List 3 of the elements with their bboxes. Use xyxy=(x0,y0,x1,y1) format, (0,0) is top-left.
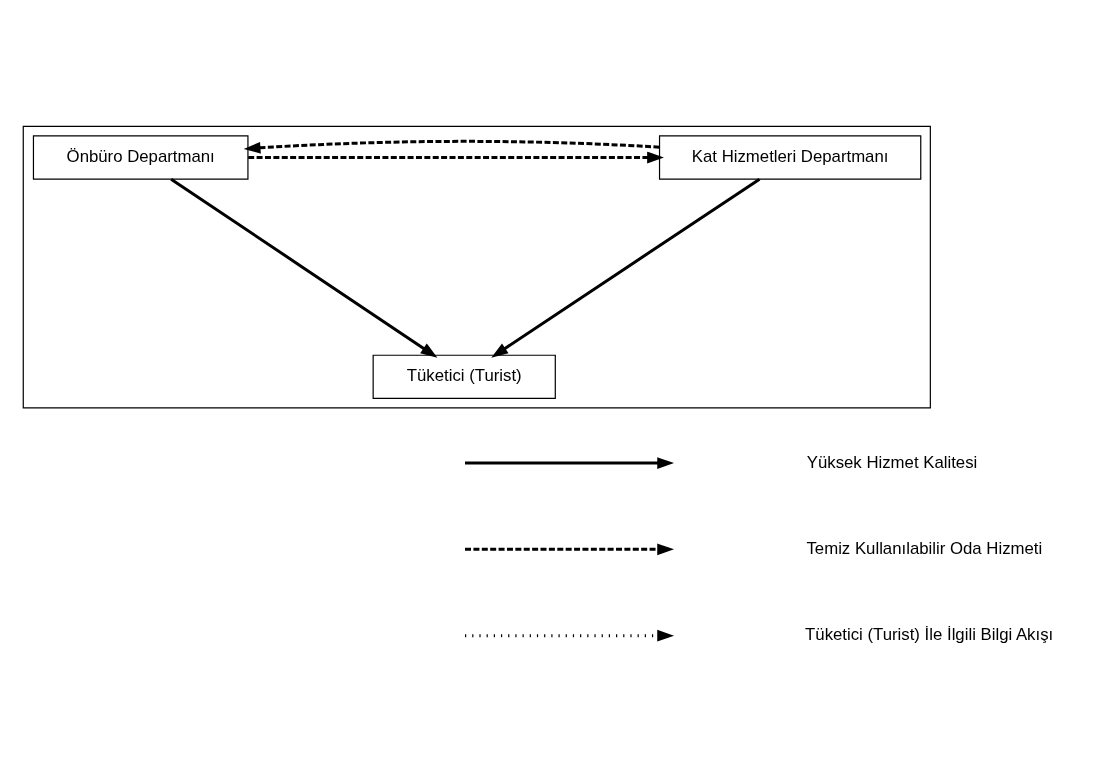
legend-label: Yüksek Hizmet Kalitesi xyxy=(806,452,978,472)
legend-label: Tüketici (Turist) İle İlgili Bilgi Akışı xyxy=(805,624,1054,644)
legend-label: Temiz Kullanılabilir Oda Hizmeti xyxy=(806,538,1043,558)
